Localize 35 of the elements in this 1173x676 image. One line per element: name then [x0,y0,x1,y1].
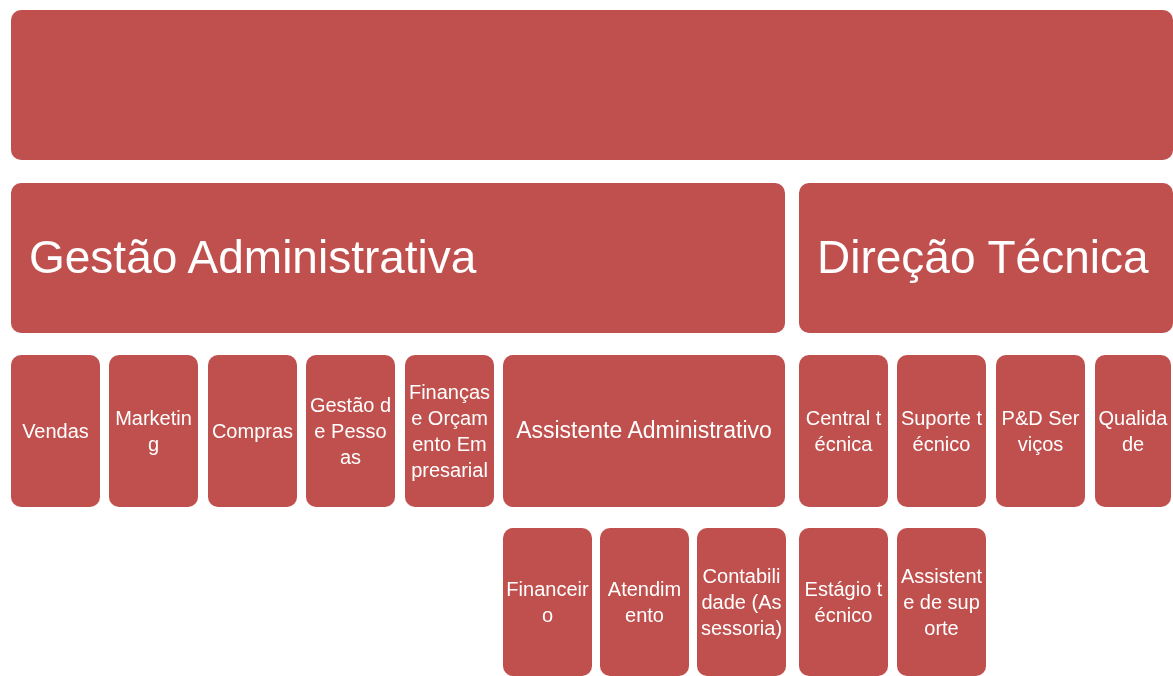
header-banner [11,10,1173,160]
unit-label: Finanças e Orçamento Empresarial [407,380,492,483]
unit-label: Atendimento [606,577,683,628]
department-box [799,183,1173,333]
department-box [11,183,785,333]
unit-box [799,528,888,676]
unit-label: Gestão de Pessoas [308,393,393,470]
unit-box [697,528,786,676]
unit-label: Compras [210,419,295,444]
unit-label: Qualidade [1097,406,1169,457]
unit-label: Marketing [114,406,193,457]
unit-label: Assistente de suporte [899,564,984,641]
unit-box [503,355,785,507]
unit-box [897,355,986,507]
department-title: Gestão Administrativa [29,230,478,286]
unit-label: Financeiro [505,577,590,628]
unit-label: Estágio técnico [803,577,884,628]
unit-label: Central técnica [804,406,883,457]
unit-box [208,355,297,507]
department-title: Direção Técnica [817,230,1150,286]
unit-label: Suporte técnico [899,406,984,457]
unit-box [109,355,198,507]
unit-box [897,528,986,676]
unit-label: Assistente Administrativo [515,416,773,446]
unit-label: Contabilidade (Assessoria) [699,564,784,641]
unit-box [1095,355,1171,507]
unit-box [799,355,888,507]
unit-label: P&D Serviços [1000,406,1081,457]
unit-box [306,355,395,507]
unit-box [11,355,100,507]
unit-label: Vendas [21,419,90,444]
unit-box [405,355,494,507]
unit-box [600,528,689,676]
unit-box [503,528,592,676]
unit-box [996,355,1085,507]
